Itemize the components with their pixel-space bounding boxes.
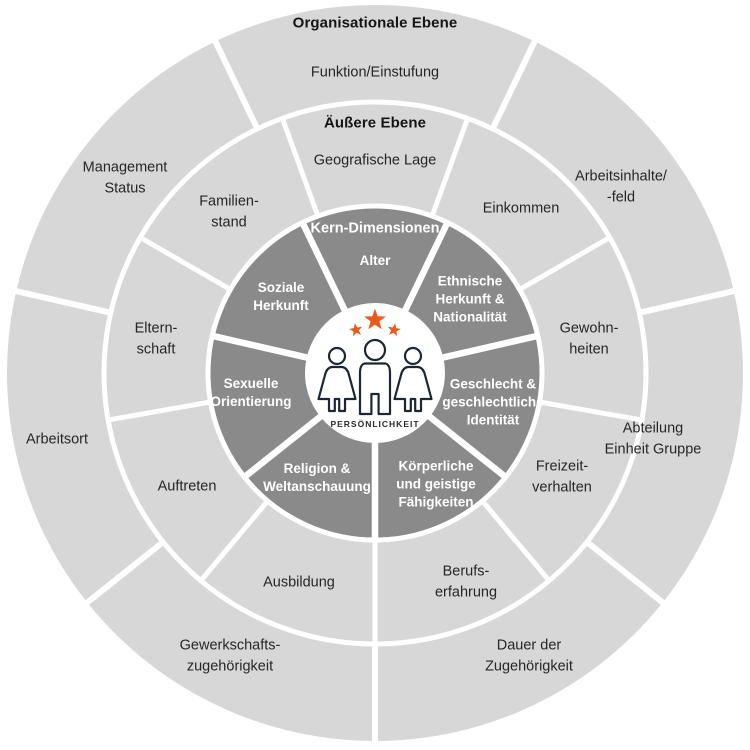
person-figure-middle <box>358 338 392 416</box>
three-people-icon <box>317 338 433 416</box>
person-figure-left <box>317 346 357 413</box>
core-ring-dividers <box>211 221 539 540</box>
middle-ring-dividers <box>106 116 644 645</box>
outer-ring-dividers <box>13 38 737 743</box>
person-figure-right <box>393 346 433 413</box>
